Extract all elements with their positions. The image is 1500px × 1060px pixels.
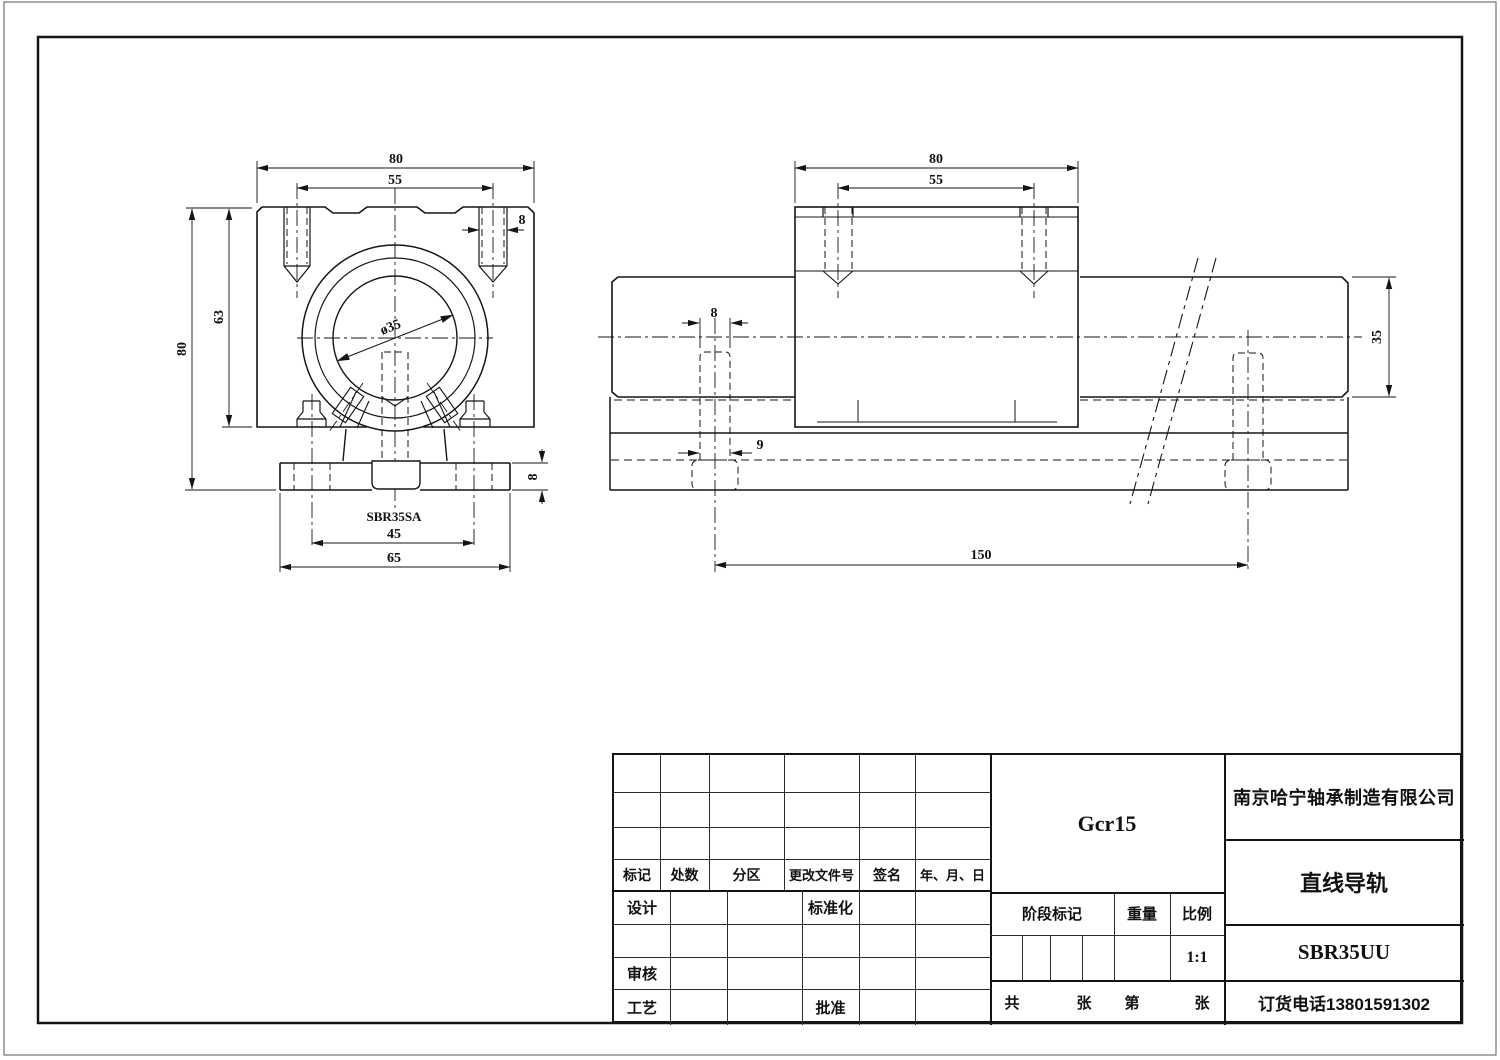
- product-name: 直线导轨: [1299, 870, 1388, 896]
- feet: [296, 400, 491, 427]
- support-rail: [609, 397, 1349, 491]
- table-line: [1022, 935, 1023, 980]
- side-top-holes: [822, 183, 1049, 298]
- table-line: [1082, 935, 1083, 980]
- table-line: [727, 890, 728, 1025]
- dim-label: 80: [929, 152, 943, 167]
- table-line: [1224, 755, 1226, 1025]
- header-zone: 分区: [732, 866, 761, 883]
- label-approve: 批准: [815, 999, 846, 1017]
- front-dim-labels: 80 55 8 63 80 ø35 SBR35SA 45 65 8: [175, 152, 541, 566]
- base-flange: [279, 394, 511, 549]
- table-line: [990, 755, 992, 1025]
- table-line: [802, 890, 803, 1025]
- label-design: 设计: [626, 899, 657, 917]
- table-line: [915, 755, 916, 1025]
- label-sheet-index: 第: [1124, 995, 1140, 1012]
- header-mark: 标记: [623, 866, 651, 883]
- dim-label: 55: [388, 173, 402, 188]
- part-label: SBR35SA: [367, 509, 423, 524]
- table-line: [1224, 839, 1464, 841]
- header-changes: 处数: [670, 866, 699, 883]
- table-line: [670, 890, 671, 1025]
- material-value: Gcr15: [1077, 810, 1137, 836]
- label-stage-mark: 阶段标记: [1021, 906, 1082, 923]
- label-scale: 比例: [1181, 906, 1212, 923]
- table-line: [784, 755, 785, 890]
- side-dimensions: [678, 161, 1396, 569]
- table-line: [990, 892, 1224, 894]
- table-line: [614, 792, 990, 793]
- model-number: SBR35UU: [1297, 939, 1391, 964]
- label-sheet-total: 共: [1004, 995, 1020, 1012]
- front-dimensions: [185, 161, 548, 572]
- front-view: [185, 161, 548, 572]
- table-line: [1224, 980, 1464, 982]
- table-line: [1170, 892, 1171, 980]
- side-dim-labels: 80 55 8 9 150 35: [711, 152, 1386, 563]
- label-sheet-unit-b: 张: [1194, 995, 1210, 1012]
- grease-channel: [381, 351, 409, 460]
- table-line: [660, 755, 661, 890]
- dim-label: 80: [389, 152, 403, 167]
- dim-label-bore: ø35: [378, 317, 403, 339]
- label-weight: 重量: [1126, 906, 1157, 923]
- dim-label: 150: [971, 548, 992, 563]
- dim-label: 8: [711, 306, 718, 321]
- label-review: 审核: [626, 965, 657, 983]
- dim-label: 63: [212, 310, 227, 324]
- table-line: [709, 755, 710, 890]
- header-date: 年、月、日: [919, 868, 985, 883]
- clamp-slits: [328, 382, 462, 433]
- dim-label: 45: [387, 527, 401, 542]
- dim-label: 65: [387, 551, 401, 566]
- header-change-file-no: 更改文件号: [788, 868, 854, 883]
- dim-label: 55: [929, 173, 943, 188]
- table-line: [1050, 935, 1051, 980]
- dim-label: 9: [757, 438, 764, 453]
- company-name: 南京哈宁轴承制造有限公司: [1233, 788, 1455, 808]
- dim-label: 35: [1370, 330, 1385, 344]
- table-line: [990, 935, 1224, 936]
- side-view: [598, 161, 1396, 572]
- label-process: 工艺: [626, 999, 657, 1017]
- scale-value: 1:1: [1186, 948, 1208, 966]
- table-line: [614, 859, 990, 860]
- dim-label: 8: [526, 474, 541, 481]
- table-line: [1224, 924, 1464, 926]
- label-sheet-unit-a: 张: [1076, 995, 1092, 1012]
- dim-label: 80: [175, 342, 190, 356]
- sheet-border: [3, 1, 1497, 1056]
- table-line: [859, 755, 860, 1025]
- table-line: [1114, 892, 1115, 980]
- dim-label: 8: [519, 213, 526, 228]
- table-line: [614, 827, 990, 828]
- table-line: [990, 980, 1224, 982]
- break-lines: [1129, 257, 1217, 505]
- order-phone: 订货电话13801591302: [1257, 995, 1430, 1014]
- front-top-holes: [283, 183, 508, 298]
- title-block: 标记 处数 分区 更改文件号 签名 年、月、日 设计 标准化 审核 工艺 批准 …: [612, 753, 1464, 1025]
- header-signature: 签名: [873, 866, 901, 883]
- label-standardization: 标准化: [807, 899, 853, 917]
